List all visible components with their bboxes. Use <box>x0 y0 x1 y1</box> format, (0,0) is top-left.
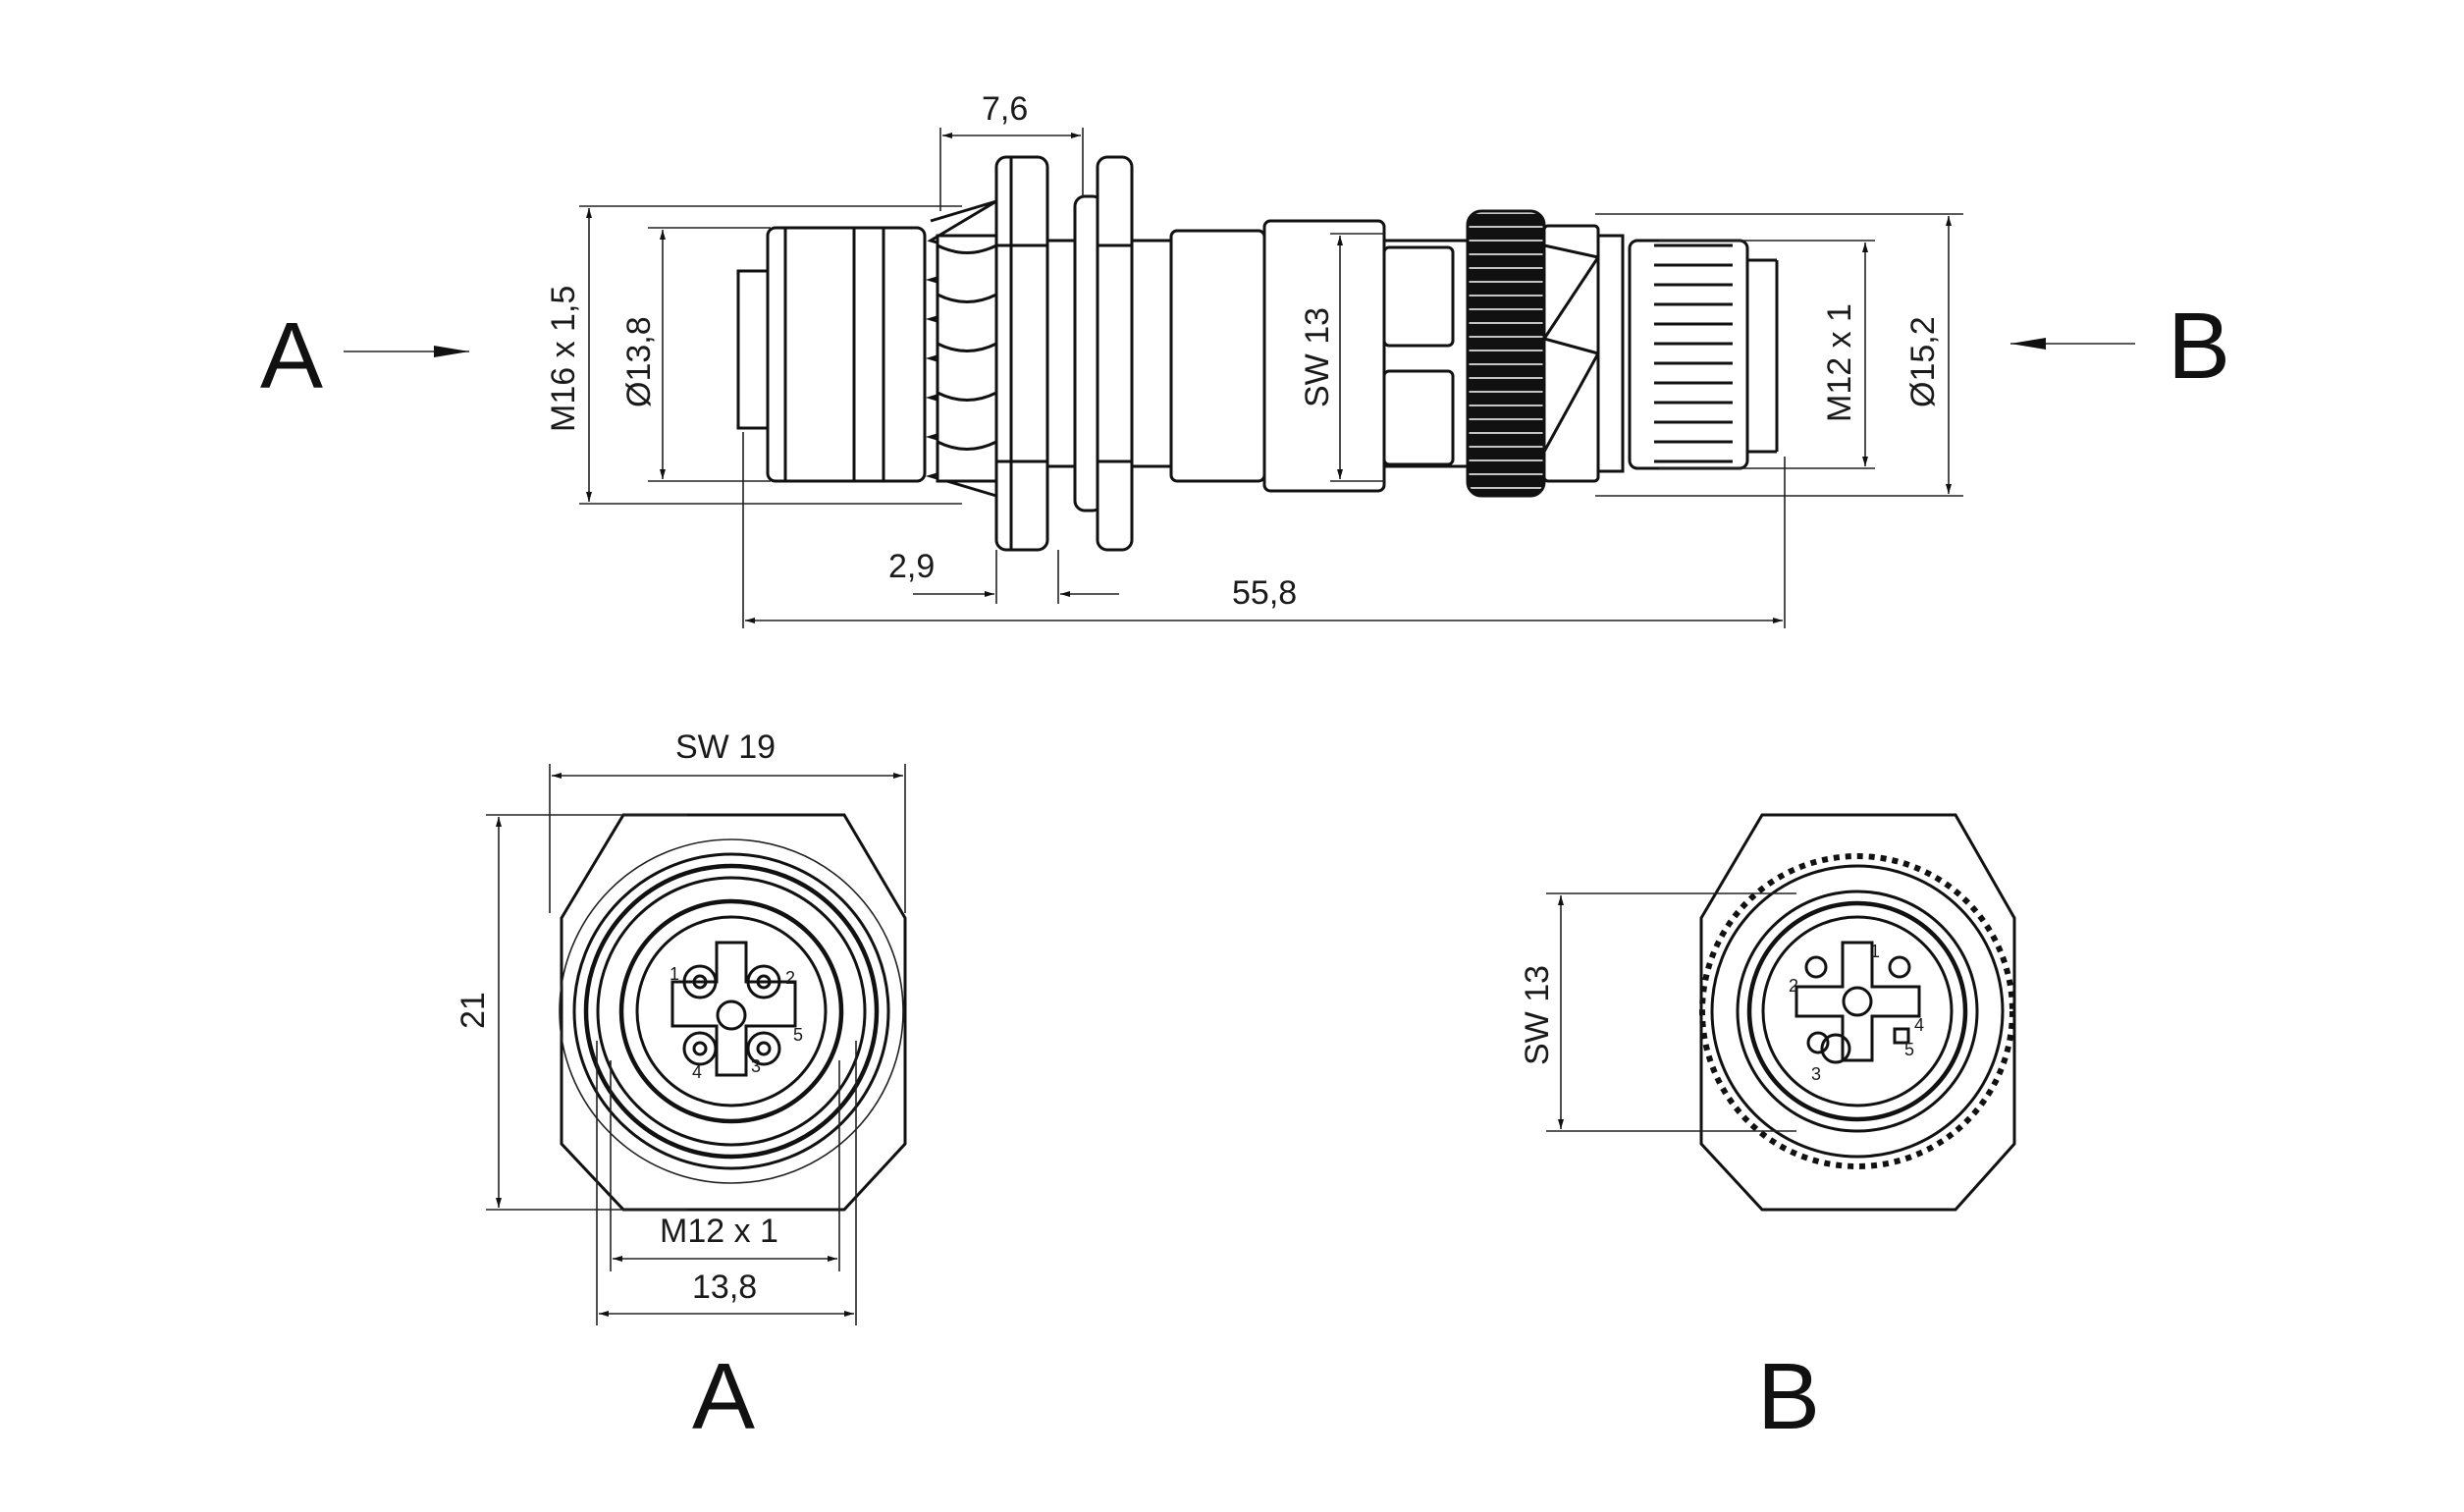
view-a-pin-3: 3 <box>751 1056 761 1076</box>
view-b-hex-outline <box>1699 813 2016 1212</box>
sw13-hex-body <box>1262 219 1470 493</box>
view-b-dim-sw13: SW 13 <box>1519 965 1556 1065</box>
dim-55-8: 55,8 <box>1232 574 1297 612</box>
view-a-dim-13-8: 13,8 <box>692 1269 757 1306</box>
view-a-label: A <box>692 1344 755 1449</box>
view-a-dim-m12: M12 x 1 <box>660 1213 778 1250</box>
knurled-coupling-ring <box>1466 209 1546 498</box>
view-a: 1 2 3 4 5 SW 19 21 M12 x 1 13,8 A <box>455 729 907 1449</box>
view-b: 1 2 3 4 5 SW 13 B <box>1519 813 2016 1449</box>
dim-2-9: 2,9 <box>888 548 935 585</box>
view-b-pin-5: 5 <box>1904 1040 1914 1059</box>
view-a-pin-4: 4 <box>692 1062 702 1082</box>
view-b-pin-4: 4 <box>1914 1015 1924 1035</box>
view-a-pin-2: 2 <box>785 968 795 988</box>
female-socket-body <box>766 226 927 483</box>
arrow-b-label: B <box>2168 294 2230 399</box>
view-b-pin-2: 2 <box>1789 976 1798 996</box>
dim-m16: M16 x 1,5 <box>545 286 582 432</box>
side-view: A B <box>260 90 2230 628</box>
view-b-pin-3: 3 <box>1811 1064 1821 1084</box>
dim-13-8: Ø13,8 <box>620 316 658 407</box>
view-b-label: B <box>1757 1344 1820 1449</box>
view-a-dim-sw19: SW 19 <box>675 729 776 766</box>
view-a-pin-1: 1 <box>670 964 679 984</box>
view-a-dim-21: 21 <box>455 992 492 1029</box>
hex-nut-front <box>994 155 1049 552</box>
m16-thread <box>925 199 1002 498</box>
hex-nut-rear <box>1073 155 1134 552</box>
dim-m12-side: M12 x 1 <box>1821 303 1858 422</box>
dim-sw13-side: SW 13 <box>1299 307 1336 407</box>
dim-7-6: 7,6 <box>982 90 1028 128</box>
dim-15-2: Ø15,2 <box>1904 316 1942 407</box>
view-a-pin-5: 5 <box>793 1025 803 1045</box>
view-b-knurl <box>1699 853 2015 1169</box>
arrow-a-label: A <box>260 303 323 408</box>
view-b-pin-1: 1 <box>1870 942 1880 961</box>
m12-male-thread <box>1628 239 1779 470</box>
view-a-hex-outline <box>560 813 907 1212</box>
body-cylinder <box>1169 229 1266 483</box>
rear-hex <box>1541 224 1625 483</box>
